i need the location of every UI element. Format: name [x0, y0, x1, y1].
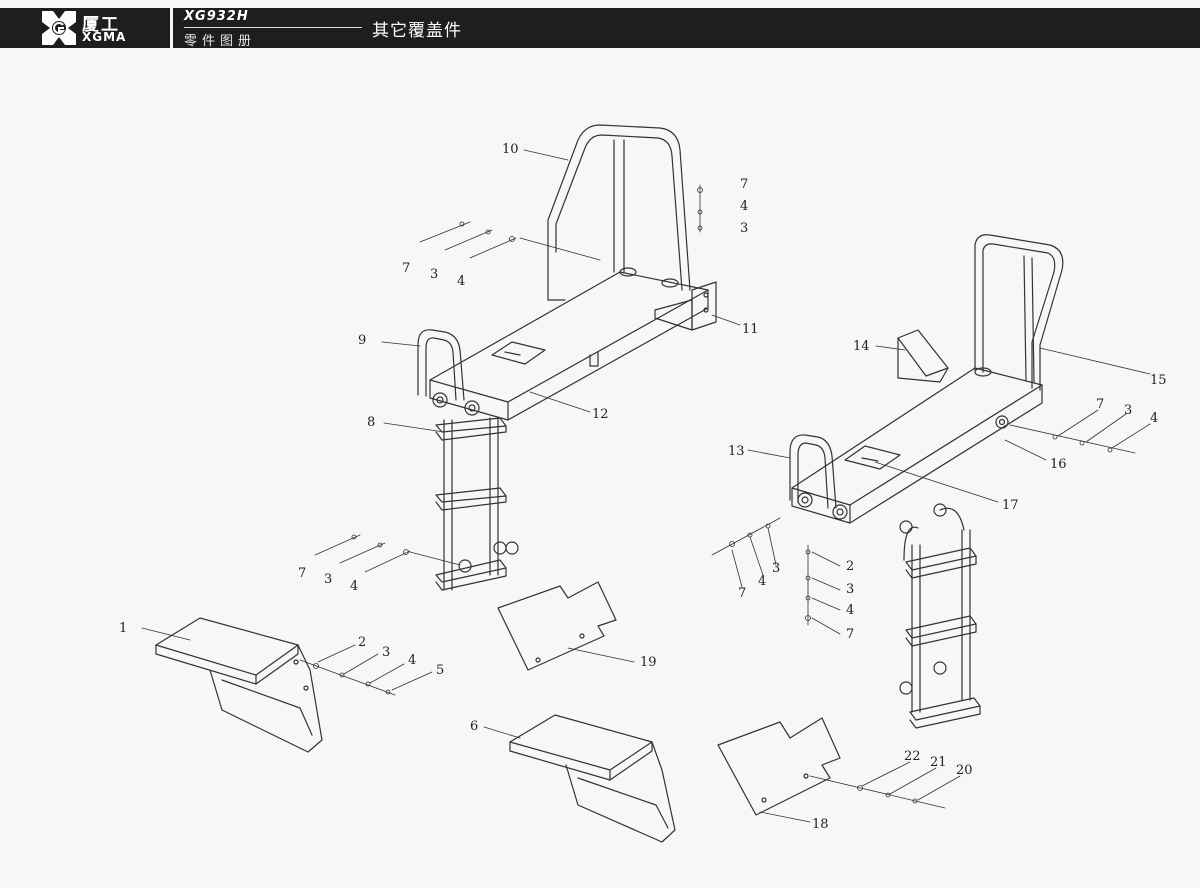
callout-20: 20	[956, 763, 973, 778]
callout-7: 7	[740, 177, 749, 192]
xgma-logo-icon	[42, 11, 76, 45]
right-grab-handle-13	[789, 434, 848, 520]
callout-3: 3	[382, 645, 391, 660]
section-title: 其它覆盖件	[372, 21, 462, 41]
header-rule	[184, 27, 362, 28]
leader-lines	[141, 149, 1151, 823]
callout-3: 3	[846, 582, 855, 597]
callout-2: 2	[846, 559, 855, 574]
callout-4: 4	[758, 574, 767, 589]
callout-1: 1	[119, 621, 128, 636]
callout-21: 21	[930, 755, 947, 770]
right-bracket-14	[897, 329, 949, 383]
left-grab-handle-9	[417, 329, 480, 416]
header-divider	[170, 8, 173, 48]
callout-6: 6	[470, 719, 479, 734]
callout-7: 7	[298, 566, 307, 581]
callout-8: 8	[367, 415, 376, 430]
callout-15: 15	[1150, 373, 1167, 388]
callout-9: 9	[358, 333, 367, 348]
callout-2: 2	[358, 635, 367, 650]
callout-19: 19	[640, 655, 657, 670]
callout-13: 13	[728, 444, 745, 459]
left-bracket-11	[654, 281, 717, 331]
callout-11: 11	[742, 322, 759, 337]
right-handrail-15	[974, 234, 1064, 391]
left-handrail-10	[547, 124, 691, 301]
callout-17: 17	[1002, 498, 1019, 513]
callout-4: 4	[740, 199, 749, 214]
callout-3: 3	[1124, 403, 1133, 418]
right-ladder	[899, 503, 981, 729]
callout-12: 12	[592, 407, 609, 422]
step-6	[509, 714, 676, 843]
brand-name-cn: 厦工	[82, 15, 120, 35]
callout-10: 10	[502, 142, 519, 157]
left-ladder-8	[435, 417, 519, 591]
callout-4: 4	[846, 603, 855, 618]
callout-7: 7	[738, 586, 747, 601]
callout-14: 14	[853, 339, 870, 354]
callout-18: 18	[812, 817, 829, 832]
callout-5: 5	[436, 663, 445, 678]
callout-7: 7	[846, 627, 855, 642]
right-platform-16	[791, 367, 1043, 524]
callout-3: 3	[772, 561, 781, 576]
callout-3: 3	[324, 572, 333, 587]
callout-16: 16	[1050, 457, 1067, 472]
callout-4: 4	[408, 653, 417, 668]
callout-4: 4	[457, 274, 466, 289]
callout-22: 22	[904, 749, 921, 764]
callout-7: 7	[1096, 397, 1105, 412]
page-header: 厦工 XGMA XG932H 零件图册 其它覆盖件	[0, 8, 1200, 49]
callout-4: 4	[1150, 411, 1159, 426]
model-number: XG932H	[184, 9, 249, 24]
callout-3: 3	[430, 267, 439, 282]
brand-name-en: XGMA	[82, 30, 127, 44]
step-1	[155, 617, 323, 753]
callout-3: 3	[740, 221, 749, 236]
left-platform-12	[429, 271, 709, 421]
cover-plate-19	[497, 581, 617, 671]
cover-plate-18	[717, 717, 841, 816]
callout-4: 4	[350, 579, 359, 594]
callout-7: 7	[402, 261, 411, 276]
catalog-label: 零件图册	[184, 34, 257, 49]
fastener-lines	[299, 184, 1136, 809]
